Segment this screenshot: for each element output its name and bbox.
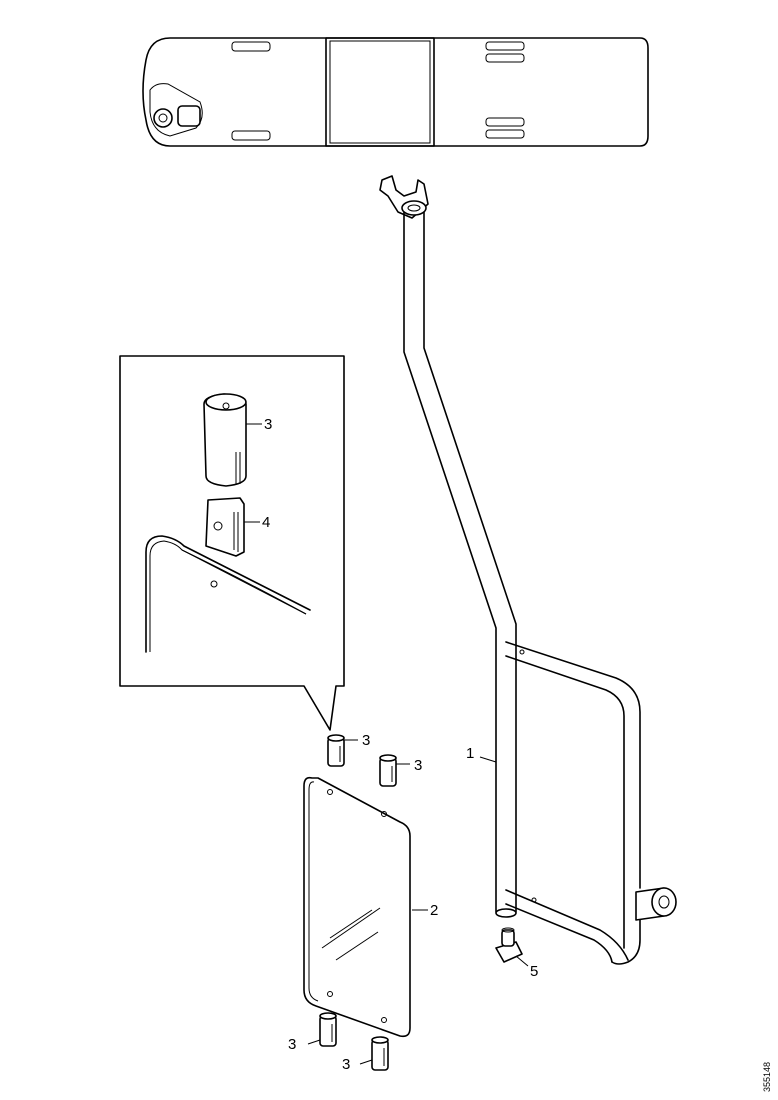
reference-code: 355148 xyxy=(762,1062,772,1092)
callout-1: 1 xyxy=(466,745,474,762)
clip-top-right xyxy=(379,754,397,787)
mount-base xyxy=(495,927,523,963)
callout-3-bottom-right: 3 xyxy=(342,1056,350,1073)
detail-inset xyxy=(119,355,345,731)
callout-3-detail: 3 xyxy=(264,416,272,433)
clip-bottom-left xyxy=(319,1012,337,1047)
callout-labels: 1 2 3 3 3 3 3 4 5 xyxy=(262,416,538,1073)
leader-lines xyxy=(244,423,529,1065)
callout-3-top-right: 3 xyxy=(414,757,422,774)
callout-3-bottom-left: 3 xyxy=(288,1036,296,1053)
mirror-glass xyxy=(303,776,411,1038)
callout-3-top-left: 3 xyxy=(362,732,370,749)
callout-2: 2 xyxy=(430,902,438,919)
callout-5: 5 xyxy=(530,963,538,980)
callout-4-detail: 4 xyxy=(262,514,270,531)
clip-bottom-right xyxy=(371,1036,389,1071)
vehicle-top-view xyxy=(142,37,649,147)
clip-top-left xyxy=(327,734,345,767)
mirror-arm xyxy=(379,175,677,965)
